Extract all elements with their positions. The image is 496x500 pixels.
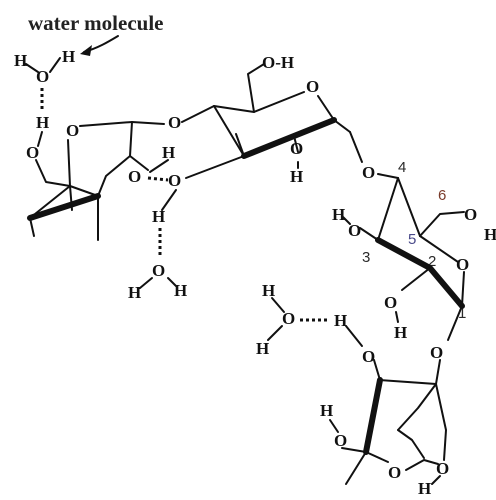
atom-o: O: [66, 121, 79, 140]
bond: [419, 211, 465, 237]
ring-right-bond: [397, 383, 437, 431]
hydrogen-bond: [147, 176, 169, 182]
carbon-number-5: 5: [408, 231, 416, 248]
atom-h: H: [394, 323, 407, 342]
bond: [359, 227, 379, 241]
ring-right-bond: [461, 271, 465, 307]
bond: [329, 419, 339, 433]
ring-right-bond: [97, 121, 133, 197]
title-arrowhead: [80, 45, 92, 56]
bond: [447, 305, 463, 341]
bond: [345, 325, 363, 347]
carbon-number-6: 6: [438, 187, 446, 204]
atom-o: O: [128, 167, 141, 186]
bond: [341, 215, 351, 225]
bond: [341, 447, 367, 453]
carbon-number-4: 4: [398, 159, 406, 176]
atom-h: H: [262, 281, 275, 300]
atom-h: H: [332, 205, 345, 224]
atom-h: H: [418, 479, 431, 498]
bond: [181, 105, 215, 123]
ring-left-bond: [377, 177, 399, 241]
ring-top-bond: [379, 379, 437, 385]
bond: [247, 63, 265, 113]
ring-front-bond: [363, 377, 383, 455]
atom-h: H: [62, 47, 75, 66]
atom-o: O: [464, 205, 477, 224]
atom-o: O: [362, 163, 375, 182]
atom-o: O: [334, 431, 347, 450]
atom-h: H: [36, 113, 49, 132]
bond: [69, 185, 99, 197]
atom-o: O: [362, 347, 375, 366]
atom-o: O: [290, 139, 303, 158]
bond: [349, 131, 363, 163]
water-bonds: [139, 277, 177, 289]
ring-top-bond: [213, 91, 305, 113]
bond: [161, 189, 177, 211]
bond: [293, 135, 299, 153]
carbon-number-2: 2: [428, 253, 436, 270]
bond: [397, 177, 421, 237]
bond: [397, 429, 425, 459]
atom-h: H: [14, 51, 27, 70]
atom-o: O: [36, 67, 49, 86]
atom-h: H: [162, 143, 175, 162]
bond: [373, 359, 381, 381]
atom-h: H: [320, 401, 333, 420]
atom-o: O: [168, 171, 181, 190]
atom-h: H: [152, 207, 165, 226]
bond: [365, 451, 389, 463]
bond: [401, 267, 431, 291]
bond: [345, 451, 367, 485]
atom-o: O: [430, 343, 443, 362]
ring-right-bond: [419, 235, 459, 263]
atom-o: O: [282, 309, 295, 328]
atom-o: O: [168, 113, 181, 132]
water-bonds: [25, 57, 61, 73]
bond: [405, 459, 439, 471]
atom-oh: O-H: [262, 53, 294, 72]
atom-h: H: [290, 167, 303, 186]
atom-o: O: [436, 459, 449, 478]
ring-left-bond: [67, 139, 71, 187]
bond: [37, 131, 43, 147]
bond: [435, 359, 441, 385]
carbon-number-1: 1: [458, 305, 466, 322]
atom-h: H: [128, 283, 141, 302]
atom-h: H: [174, 281, 187, 300]
atom-o: O: [152, 261, 165, 280]
ring-front-bond: [27, 193, 101, 221]
title-label: water molecule: [28, 11, 163, 35]
ring-left-bond: [213, 105, 245, 157]
atom-o: O: [26, 143, 39, 162]
bond: [35, 159, 73, 211]
bond: [431, 475, 441, 485]
bond: [377, 173, 399, 179]
water-bonds: [267, 297, 285, 341]
carbon-number-3: 3: [362, 249, 370, 266]
atom-o: O: [306, 77, 319, 96]
atom-o: O: [384, 293, 397, 312]
bond: [435, 383, 447, 461]
bond: [185, 133, 245, 179]
atom-h: H: [256, 339, 269, 358]
bond: [149, 159, 169, 173]
ring-front-bond: [241, 117, 337, 159]
ring-top-bond: [79, 121, 165, 127]
atom-o: O: [456, 255, 469, 274]
bond: [129, 155, 149, 171]
atom-o: O: [348, 221, 361, 240]
atom-o: O: [388, 463, 401, 482]
atom-h: H: [334, 311, 347, 330]
atom-h: H: [484, 225, 496, 244]
bond: [395, 311, 399, 323]
